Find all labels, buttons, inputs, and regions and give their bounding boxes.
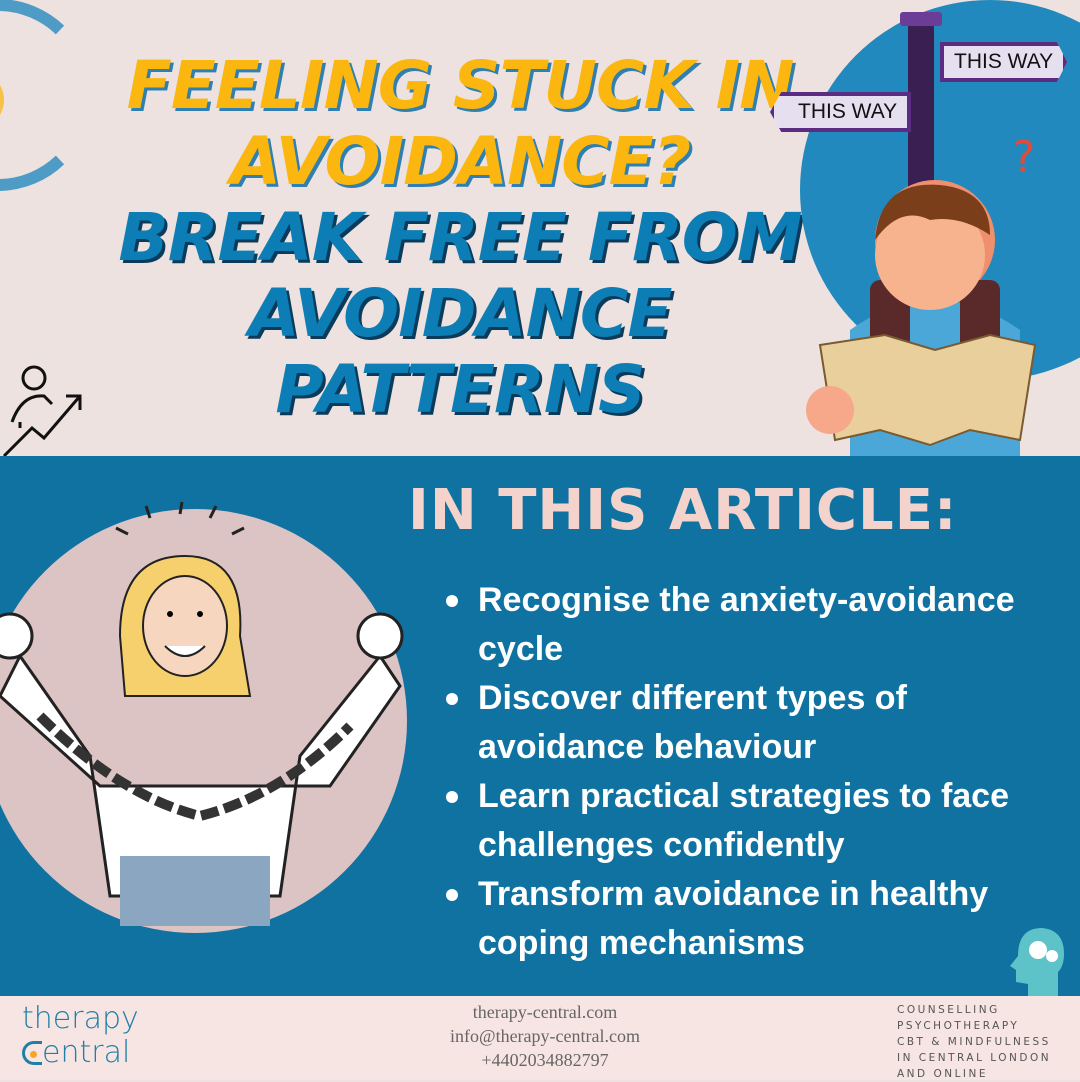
footer: therapy entral therapy-central.com info@… (0, 996, 1080, 1080)
decorative-circle-logo-icon (0, 0, 65, 191)
question-mark: ? (1012, 132, 1035, 183)
phone-number[interactable]: +4402034882797 (481, 1050, 609, 1070)
therapy-central-logo: therapy entral (22, 1002, 139, 1070)
logo-text: entral (22, 1036, 139, 1070)
list-item: Discover different types of avoidance be… (442, 674, 1072, 772)
tagline-line: IN CENTRAL LONDON (897, 1052, 1052, 1064)
tagline-line: COUNSELLING (897, 1004, 1000, 1016)
tagline-line: AND ONLINE (897, 1068, 989, 1080)
tagline-line: PSYCHOTHERAPY (897, 1020, 1020, 1032)
head-gears-icon (1010, 928, 1064, 996)
list-item: Learn practical strategies to face chall… (442, 772, 1072, 870)
article-section: IN THIS ARTICLE: Recognise the anxiety-a… (0, 456, 1080, 996)
title-line: BREAK FREE FROM (118, 199, 802, 276)
title-line: FEELING STUCK IN (126, 47, 795, 124)
website-link[interactable]: therapy-central.com (472, 1002, 618, 1022)
article-bullet-list: Recognise the anxiety-avoidance cycle Di… (442, 576, 1072, 968)
sign-left: THIS WAY (770, 92, 912, 132)
list-item: Recognise the anxiety-avoidance cycle (442, 576, 1072, 674)
title-line: PATTERNS (275, 351, 645, 428)
logo-text-central: entral (42, 1035, 131, 1070)
page-title: FEELING STUCK IN AVOIDANCE? BREAK FREE F… (110, 48, 810, 428)
list-item: Transform avoidance in healthy coping me… (442, 870, 1072, 968)
article-heading: IN THIS ARTICLE: (408, 478, 958, 543)
woman-breaking-chains-illustration (0, 501, 407, 933)
title-line: AVOIDANCE (248, 275, 673, 352)
email-link[interactable]: info@therapy-central.com (450, 1026, 640, 1046)
header-section: FEELING STUCK IN AVOIDANCE? BREAK FREE F… (0, 0, 1080, 456)
confused-boy-with-map-illustration: ? (800, 0, 1080, 456)
logo-text: therapy (22, 1001, 139, 1036)
sign-right: THIS WAY (940, 42, 1068, 82)
person-climbing-stairs-icon (2, 365, 82, 456)
tagline-line: CBT & MINDFULNESS (897, 1036, 1051, 1048)
services-tagline: COUNSELLING PSYCHOTHERAPY CBT & MINDFULN… (897, 1002, 1051, 1082)
title-line: AVOIDANCE? (229, 123, 691, 200)
contact-info: therapy-central.com info@therapy-central… (400, 1000, 690, 1072)
